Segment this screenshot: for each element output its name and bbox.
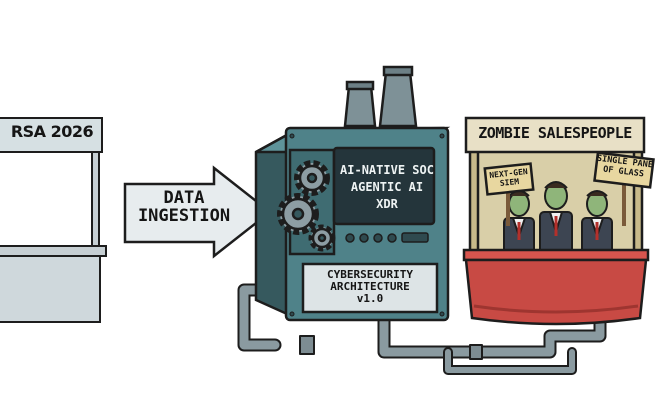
button-icon bbox=[345, 233, 355, 243]
booth-sign-text: RSA 2026 bbox=[10, 122, 94, 141]
zombie-cart bbox=[462, 116, 655, 326]
pipe-valve bbox=[299, 335, 315, 355]
button-icon bbox=[359, 233, 369, 243]
plaque-text: CYBERSECURITY ARCHITECTURE v1.0 bbox=[306, 268, 434, 306]
cart-trim bbox=[473, 304, 639, 314]
arrow-label-line-2: INGESTION bbox=[137, 205, 231, 226]
button-icon bbox=[373, 233, 383, 243]
cart-body bbox=[464, 258, 648, 326]
gear-icon bbox=[294, 160, 330, 196]
button-icon bbox=[387, 233, 397, 243]
plaque-line-2: ARCHITECTURE bbox=[330, 280, 410, 294]
slot-icon bbox=[401, 232, 429, 243]
plaque-line-3: v1.0 bbox=[356, 292, 384, 306]
pipes bbox=[237, 283, 607, 375]
zombie-sign-text: ZOMBIE SALESPEOPLE bbox=[478, 124, 632, 142]
rivet bbox=[289, 311, 295, 317]
data-ingestion-arrow bbox=[123, 165, 273, 259]
machine bbox=[254, 65, 451, 322]
rivet bbox=[289, 133, 295, 139]
arrow-label-line-1: DATA bbox=[163, 188, 205, 208]
booth-counter-top bbox=[0, 245, 107, 257]
gear-icon bbox=[308, 224, 336, 252]
booth-post bbox=[91, 151, 100, 249]
booth-sign-board bbox=[0, 117, 103, 153]
smokestack-left bbox=[343, 84, 377, 128]
booth-counter bbox=[0, 255, 101, 323]
screen-line-3: XDR bbox=[376, 197, 398, 212]
machine-screen bbox=[332, 146, 436, 226]
pipe-joint bbox=[469, 344, 483, 360]
cart-post bbox=[468, 148, 480, 256]
smokestack-left-cap bbox=[345, 80, 375, 91]
placard-right bbox=[593, 151, 655, 189]
screen-text: AI-NATIVE SOC AGENTIC AI XDR bbox=[334, 162, 440, 213]
rsa-booth bbox=[0, 117, 107, 323]
cart-rim bbox=[462, 248, 650, 262]
zombie-salesperson bbox=[539, 181, 573, 259]
gear-icon bbox=[277, 193, 319, 235]
control-buttons bbox=[345, 232, 429, 243]
screen-line-2: AGENTIC AI bbox=[350, 180, 424, 195]
rivet bbox=[439, 311, 445, 317]
smokestack-right bbox=[378, 70, 418, 128]
machine-plaque bbox=[301, 262, 439, 314]
smokestack-right-cap bbox=[382, 65, 414, 77]
rivet bbox=[439, 133, 445, 139]
zombie-sign-board bbox=[464, 116, 646, 154]
placard-left bbox=[483, 162, 535, 196]
screen-line-1: AI-NATIVE SOC bbox=[340, 163, 434, 177]
arrow-label: DATA INGESTION bbox=[128, 188, 240, 226]
zombie-salesperson bbox=[581, 190, 613, 259]
plaque-line-1: CYBERSECURITY bbox=[326, 268, 414, 281]
